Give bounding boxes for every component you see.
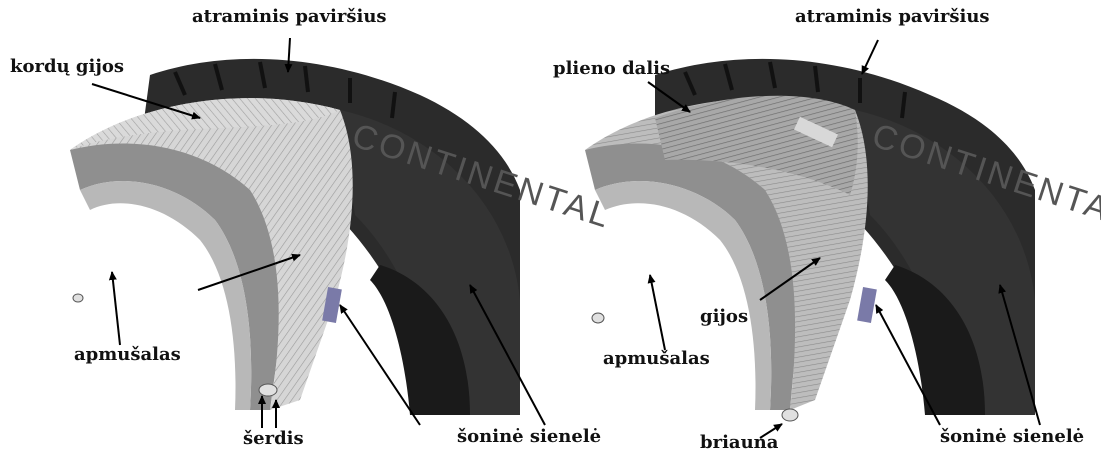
left-core-bead [259, 384, 277, 396]
right-label-liner: apmušalas [603, 350, 710, 368]
right-bead-accent [857, 287, 877, 323]
left-label-core: šerdis [243, 430, 304, 448]
right-arrow-liner [650, 275, 665, 350]
right-label-bead: briauna [700, 434, 778, 452]
left-liner-edge [73, 294, 83, 302]
right-label-sidewall: šoninė sienelė [940, 428, 1084, 446]
left-label-tread: atraminis paviršius [192, 8, 387, 26]
left-arrow-liner [112, 272, 120, 345]
left-label-liner: apmušalas [74, 346, 181, 364]
right-label-steel: plieno dalis [553, 60, 670, 78]
right-arrow-tread [862, 40, 878, 74]
right-label-tread: atraminis paviršius [795, 8, 990, 26]
left-label-cords: kordų gijos [10, 58, 124, 76]
right-bead-edge [782, 409, 798, 421]
left-label-sidewall: šoninė sienelė [457, 428, 601, 446]
right-label-threads: gijos [700, 308, 748, 326]
right-liner-edge [592, 313, 604, 323]
